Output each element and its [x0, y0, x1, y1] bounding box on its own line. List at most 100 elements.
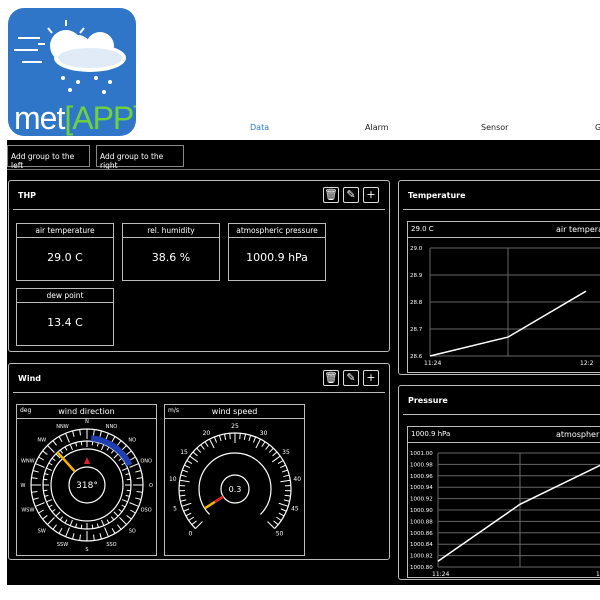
speed-value: 0.3 — [229, 485, 242, 494]
y-tick-label: 28.9 — [410, 273, 423, 279]
compass-label: NNW — [56, 424, 68, 430]
pressure-panel: Pressure 1000.9 hPaatmospheric p 1001.00… — [398, 385, 600, 580]
tick — [96, 523, 99, 528]
tick — [136, 491, 143, 493]
tick — [59, 516, 64, 521]
tick — [75, 442, 78, 447]
tick — [91, 524, 94, 529]
direction-needle — [56, 451, 76, 473]
y-tick-label: 1000.96 — [410, 474, 433, 480]
tick — [79, 534, 81, 541]
tick — [186, 460, 193, 464]
tick — [110, 449, 115, 454]
tick — [121, 499, 128, 503]
tick — [32, 497, 39, 500]
tick — [35, 463, 45, 468]
tick — [80, 441, 83, 446]
series-label: air tempera — [556, 225, 600, 234]
tick — [125, 473, 130, 476]
speed-needle-tip — [214, 495, 224, 503]
weather-cloud-sun-icon — [14, 20, 126, 94]
tab-sensor[interactable]: Sensor — [481, 123, 509, 132]
tick — [55, 453, 61, 459]
tick — [184, 464, 190, 469]
plus-icon[interactable]: + — [363, 187, 379, 203]
tick — [280, 479, 291, 483]
tick — [43, 478, 48, 481]
panel-title: Pressure — [408, 396, 448, 405]
tick — [106, 446, 110, 451]
center-ring — [220, 474, 250, 504]
tab-data[interactable]: Data — [250, 123, 270, 132]
tick — [281, 469, 288, 473]
speed-tick-label: 10 — [169, 476, 177, 483]
tick — [72, 430, 75, 437]
compass-label: SO — [129, 528, 136, 534]
tick — [243, 433, 246, 440]
compass-label: NO — [128, 438, 136, 444]
compass-label: NNO — [106, 424, 117, 430]
tick — [64, 519, 68, 524]
compass-label: W — [21, 483, 26, 489]
tick — [65, 527, 70, 537]
divider — [7, 169, 600, 170]
add-group-right-button[interactable]: Add group to the right — [96, 145, 184, 170]
speed-tick-label: 5 — [173, 505, 177, 512]
tick — [48, 504, 53, 508]
tick — [58, 436, 63, 442]
series-line — [429, 290, 587, 357]
dial-arc — [198, 452, 272, 515]
tick — [135, 470, 142, 473]
tick — [188, 516, 194, 521]
tick — [47, 445, 55, 453]
panel-title: THP — [18, 191, 37, 200]
tick — [181, 502, 192, 507]
tick — [101, 444, 105, 451]
pressure-chart: 1000.9 hPaatmospheric p 1001.001000.9810… — [407, 426, 600, 578]
add-group-left-button[interactable]: Add group to the left — [7, 145, 90, 170]
tick — [93, 429, 95, 436]
tick — [121, 467, 128, 471]
tick — [283, 474, 290, 478]
tick — [44, 494, 49, 497]
tick — [106, 519, 110, 524]
y-tick-label: 1000.92 — [410, 497, 433, 503]
tick — [261, 441, 266, 448]
compass-label: SW — [38, 528, 46, 534]
compass-label: SSW — [57, 542, 68, 548]
trash-icon[interactable]: 🗑 — [323, 370, 339, 386]
tick — [119, 517, 127, 525]
trash-icon[interactable]: 🗑 — [323, 187, 339, 203]
tab-alarm[interactable]: Alarm — [365, 123, 389, 132]
tick — [129, 463, 139, 468]
tick — [125, 494, 130, 497]
tick — [126, 478, 131, 481]
tick — [117, 524, 122, 530]
tick — [278, 502, 289, 507]
edit-icon[interactable]: ✎ — [343, 370, 359, 386]
tick — [38, 509, 44, 514]
tick — [195, 521, 203, 529]
tick — [135, 497, 142, 500]
tick — [64, 446, 68, 451]
plus-icon[interactable]: + — [363, 370, 379, 386]
speed-tick-label: 15 — [180, 449, 188, 456]
y-tick-label: 28.6 — [410, 354, 423, 360]
tab-g[interactable]: G — [595, 123, 600, 132]
edit-icon[interactable]: ✎ — [343, 187, 359, 203]
tick — [118, 508, 123, 513]
y-tick-label: 1000.94 — [410, 485, 433, 491]
tick — [69, 444, 73, 451]
compass-label: ONO — [140, 459, 152, 465]
tick — [46, 499, 53, 503]
series-label: atmospheric p — [556, 430, 600, 439]
tick — [104, 527, 109, 537]
tick — [277, 460, 284, 464]
